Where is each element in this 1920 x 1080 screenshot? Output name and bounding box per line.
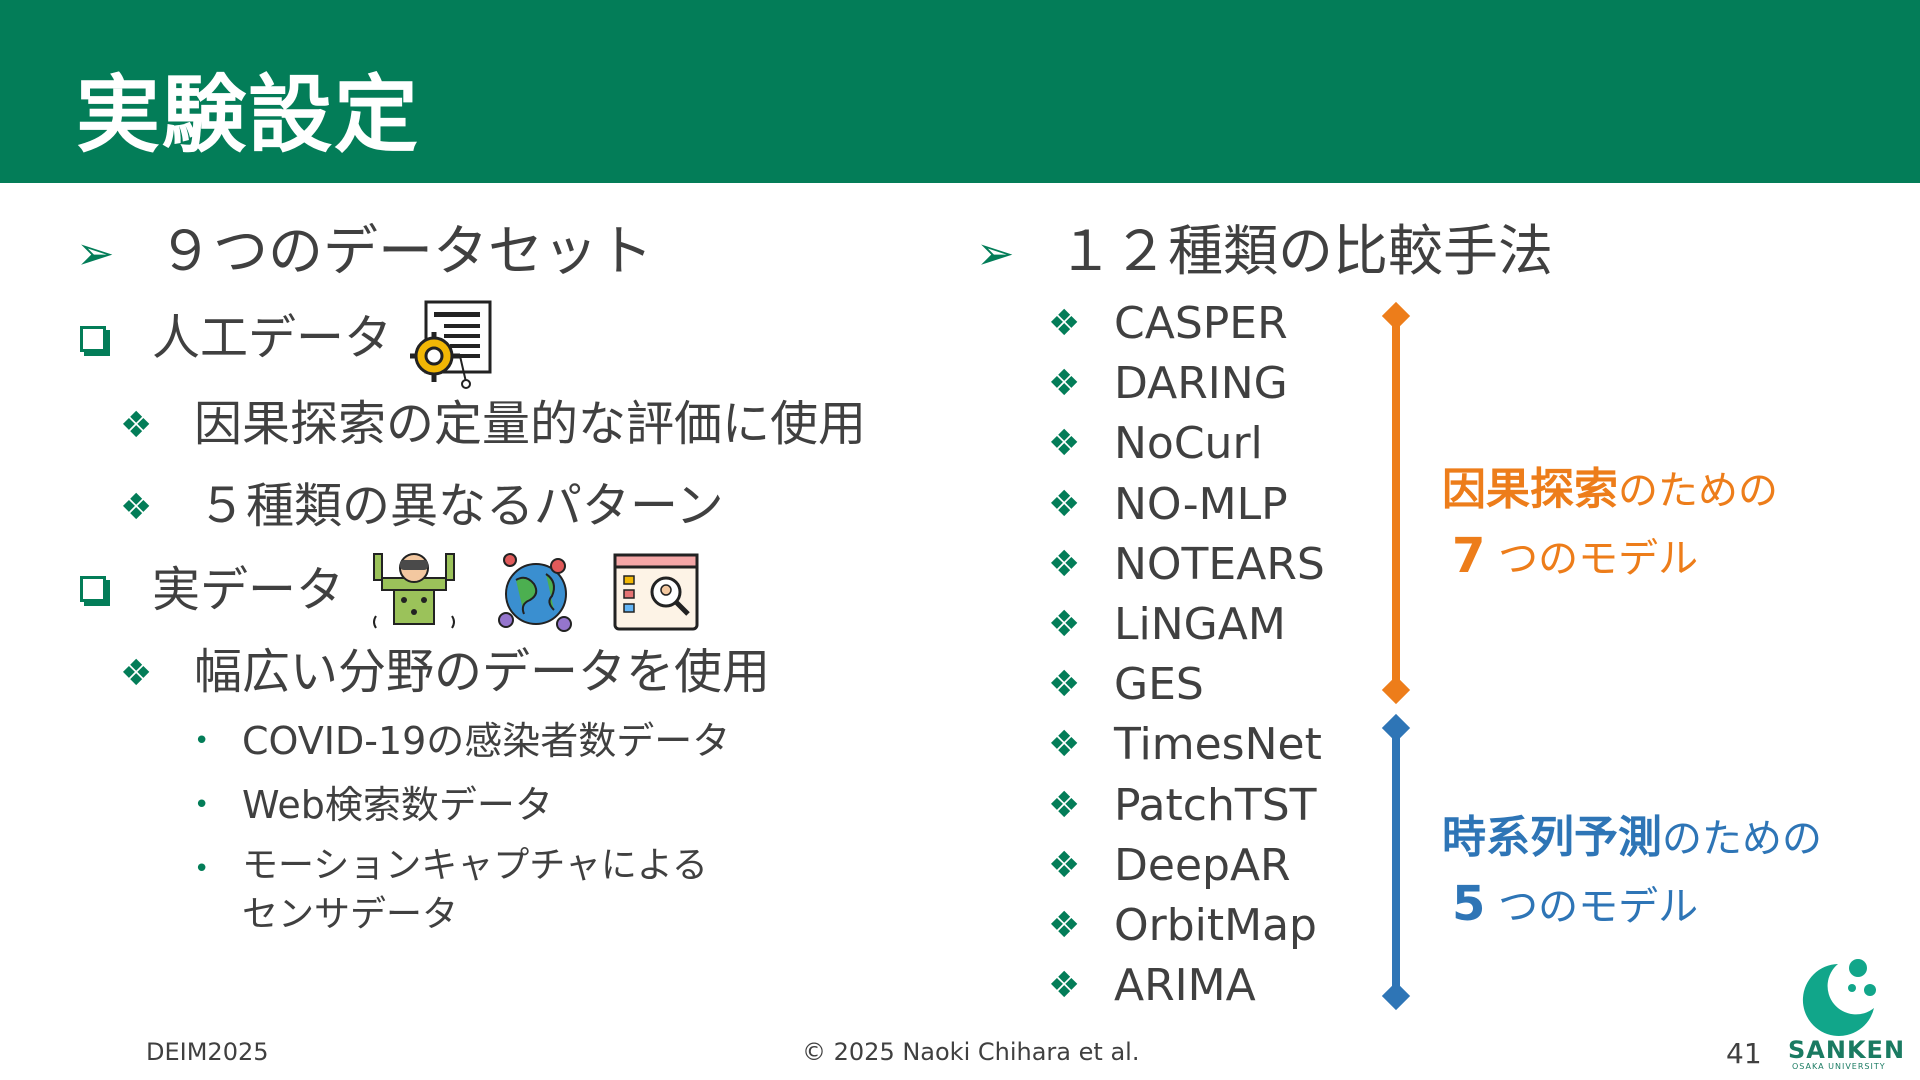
diamond-bullet-icon: ❖ bbox=[120, 653, 153, 694]
logo-subtext: OSAKA UNIVERSITY bbox=[1792, 1062, 1886, 1071]
real-subitem-3: モーションキャプチャによる センサデータ bbox=[242, 845, 708, 935]
method-item: ARIMA bbox=[1114, 960, 1256, 1011]
diamond-bullet-icon: ❖ bbox=[1048, 423, 1081, 464]
artificial-data-label: 人工データ bbox=[152, 310, 393, 366]
diamond-bullet-icon: ❖ bbox=[1048, 363, 1081, 404]
motion-capture-person-icon bbox=[373, 553, 455, 629]
ts-group-line bbox=[1392, 728, 1400, 996]
diamond-bullet-icon: ❖ bbox=[120, 405, 153, 446]
ts-count: 5 bbox=[1452, 875, 1486, 932]
square-bullet-icon bbox=[80, 576, 106, 602]
causal-group-line bbox=[1392, 316, 1400, 690]
causal-line2: つのモデル bbox=[1498, 535, 1699, 582]
diamond-bullet-icon: ❖ bbox=[1048, 965, 1081, 1006]
footer-copyright: © 2025 Naoki Chihara et al. bbox=[802, 1038, 1140, 1066]
page-number: 41 bbox=[1726, 1037, 1762, 1070]
method-item: OrbitMap bbox=[1114, 900, 1317, 951]
causal-suffix: のための bbox=[1618, 468, 1778, 514]
diamond-bullet-icon: ❖ bbox=[1048, 544, 1081, 585]
real-subitem-1: COVID-19の感染者数データ bbox=[242, 719, 731, 763]
diamond-bullet-icon: ❖ bbox=[1048, 845, 1081, 886]
method-item: CASPER bbox=[1114, 298, 1288, 349]
real-item-1: 幅広い分野のデータを使用 bbox=[194, 644, 771, 700]
real-subitem-2: Web検索数データ bbox=[242, 783, 553, 827]
method-item: GES bbox=[1114, 659, 1204, 710]
method-item: DeepAR bbox=[1114, 840, 1291, 891]
footer-conference: DEIM2025 bbox=[146, 1038, 269, 1066]
arrow-bullet-icon: ➢ bbox=[976, 226, 1015, 280]
method-item: NOTEARS bbox=[1114, 539, 1325, 590]
causal-group-callout: 因果探索のための 7 つのモデル bbox=[1442, 458, 1778, 591]
slide-title: 実験設定 bbox=[76, 66, 421, 164]
diamond-bullet-icon: ❖ bbox=[120, 487, 153, 528]
artificial-item-1: 因果探索の定量的な評価に使用 bbox=[194, 396, 867, 452]
diamond-bullet-icon: ❖ bbox=[1048, 484, 1081, 525]
logo-text: SANKEN bbox=[1788, 1036, 1906, 1064]
sanken-logo-mark-icon bbox=[1802, 959, 1876, 1036]
causal-highlight: 因果探索 bbox=[1442, 464, 1618, 515]
diamond-bullet-icon: ❖ bbox=[1048, 664, 1081, 705]
diamond-bullet-icon: ❖ bbox=[1048, 303, 1081, 344]
dot-bullet-icon: • bbox=[194, 790, 210, 820]
real-data-label: 実データ bbox=[152, 562, 345, 618]
dot-bullet-icon: • bbox=[194, 854, 210, 884]
method-item: NO-MLP bbox=[1114, 479, 1288, 530]
ts-line2: つのモデル bbox=[1498, 883, 1699, 930]
diamond-bullet-icon: ❖ bbox=[1048, 905, 1081, 946]
causal-count: 7 bbox=[1452, 527, 1486, 584]
ts-group-callout: 時系列予測のための 5 つのモデル bbox=[1442, 806, 1822, 939]
square-bullet-icon bbox=[80, 326, 106, 352]
sanken-logo: SANKEN OSAKA UNIVERSITY bbox=[1780, 956, 1904, 1074]
artificial-item-2: ５種類の異なるパターン bbox=[198, 478, 724, 534]
method-item: PatchTST bbox=[1114, 780, 1317, 831]
dot-bullet-icon: • bbox=[194, 726, 210, 756]
method-item: TimesNet bbox=[1114, 719, 1322, 770]
method-item: LiNGAM bbox=[1114, 599, 1286, 650]
orange-diamond-bottom-icon bbox=[1381, 675, 1411, 705]
blue-diamond-bottom-icon bbox=[1381, 981, 1411, 1011]
method-item: NoCurl bbox=[1114, 418, 1263, 469]
web-search-icon bbox=[613, 553, 699, 631]
virus-globe-icon bbox=[498, 553, 572, 632]
methods-heading: １２種類の比較手法 bbox=[1058, 219, 1554, 283]
ts-suffix: のための bbox=[1662, 816, 1822, 862]
ts-highlight: 時系列予測 bbox=[1442, 812, 1662, 863]
title-bar: 実験設定 bbox=[0, 0, 1920, 183]
diamond-bullet-icon: ❖ bbox=[1048, 724, 1081, 765]
method-item: DARING bbox=[1114, 358, 1288, 409]
arrow-bullet-icon: ➢ bbox=[76, 226, 115, 280]
diamond-bullet-icon: ❖ bbox=[1048, 785, 1081, 826]
diamond-bullet-icon: ❖ bbox=[1048, 604, 1081, 645]
datasets-heading: ９つのデータセット bbox=[158, 219, 654, 283]
document-gear-icon bbox=[410, 300, 492, 389]
